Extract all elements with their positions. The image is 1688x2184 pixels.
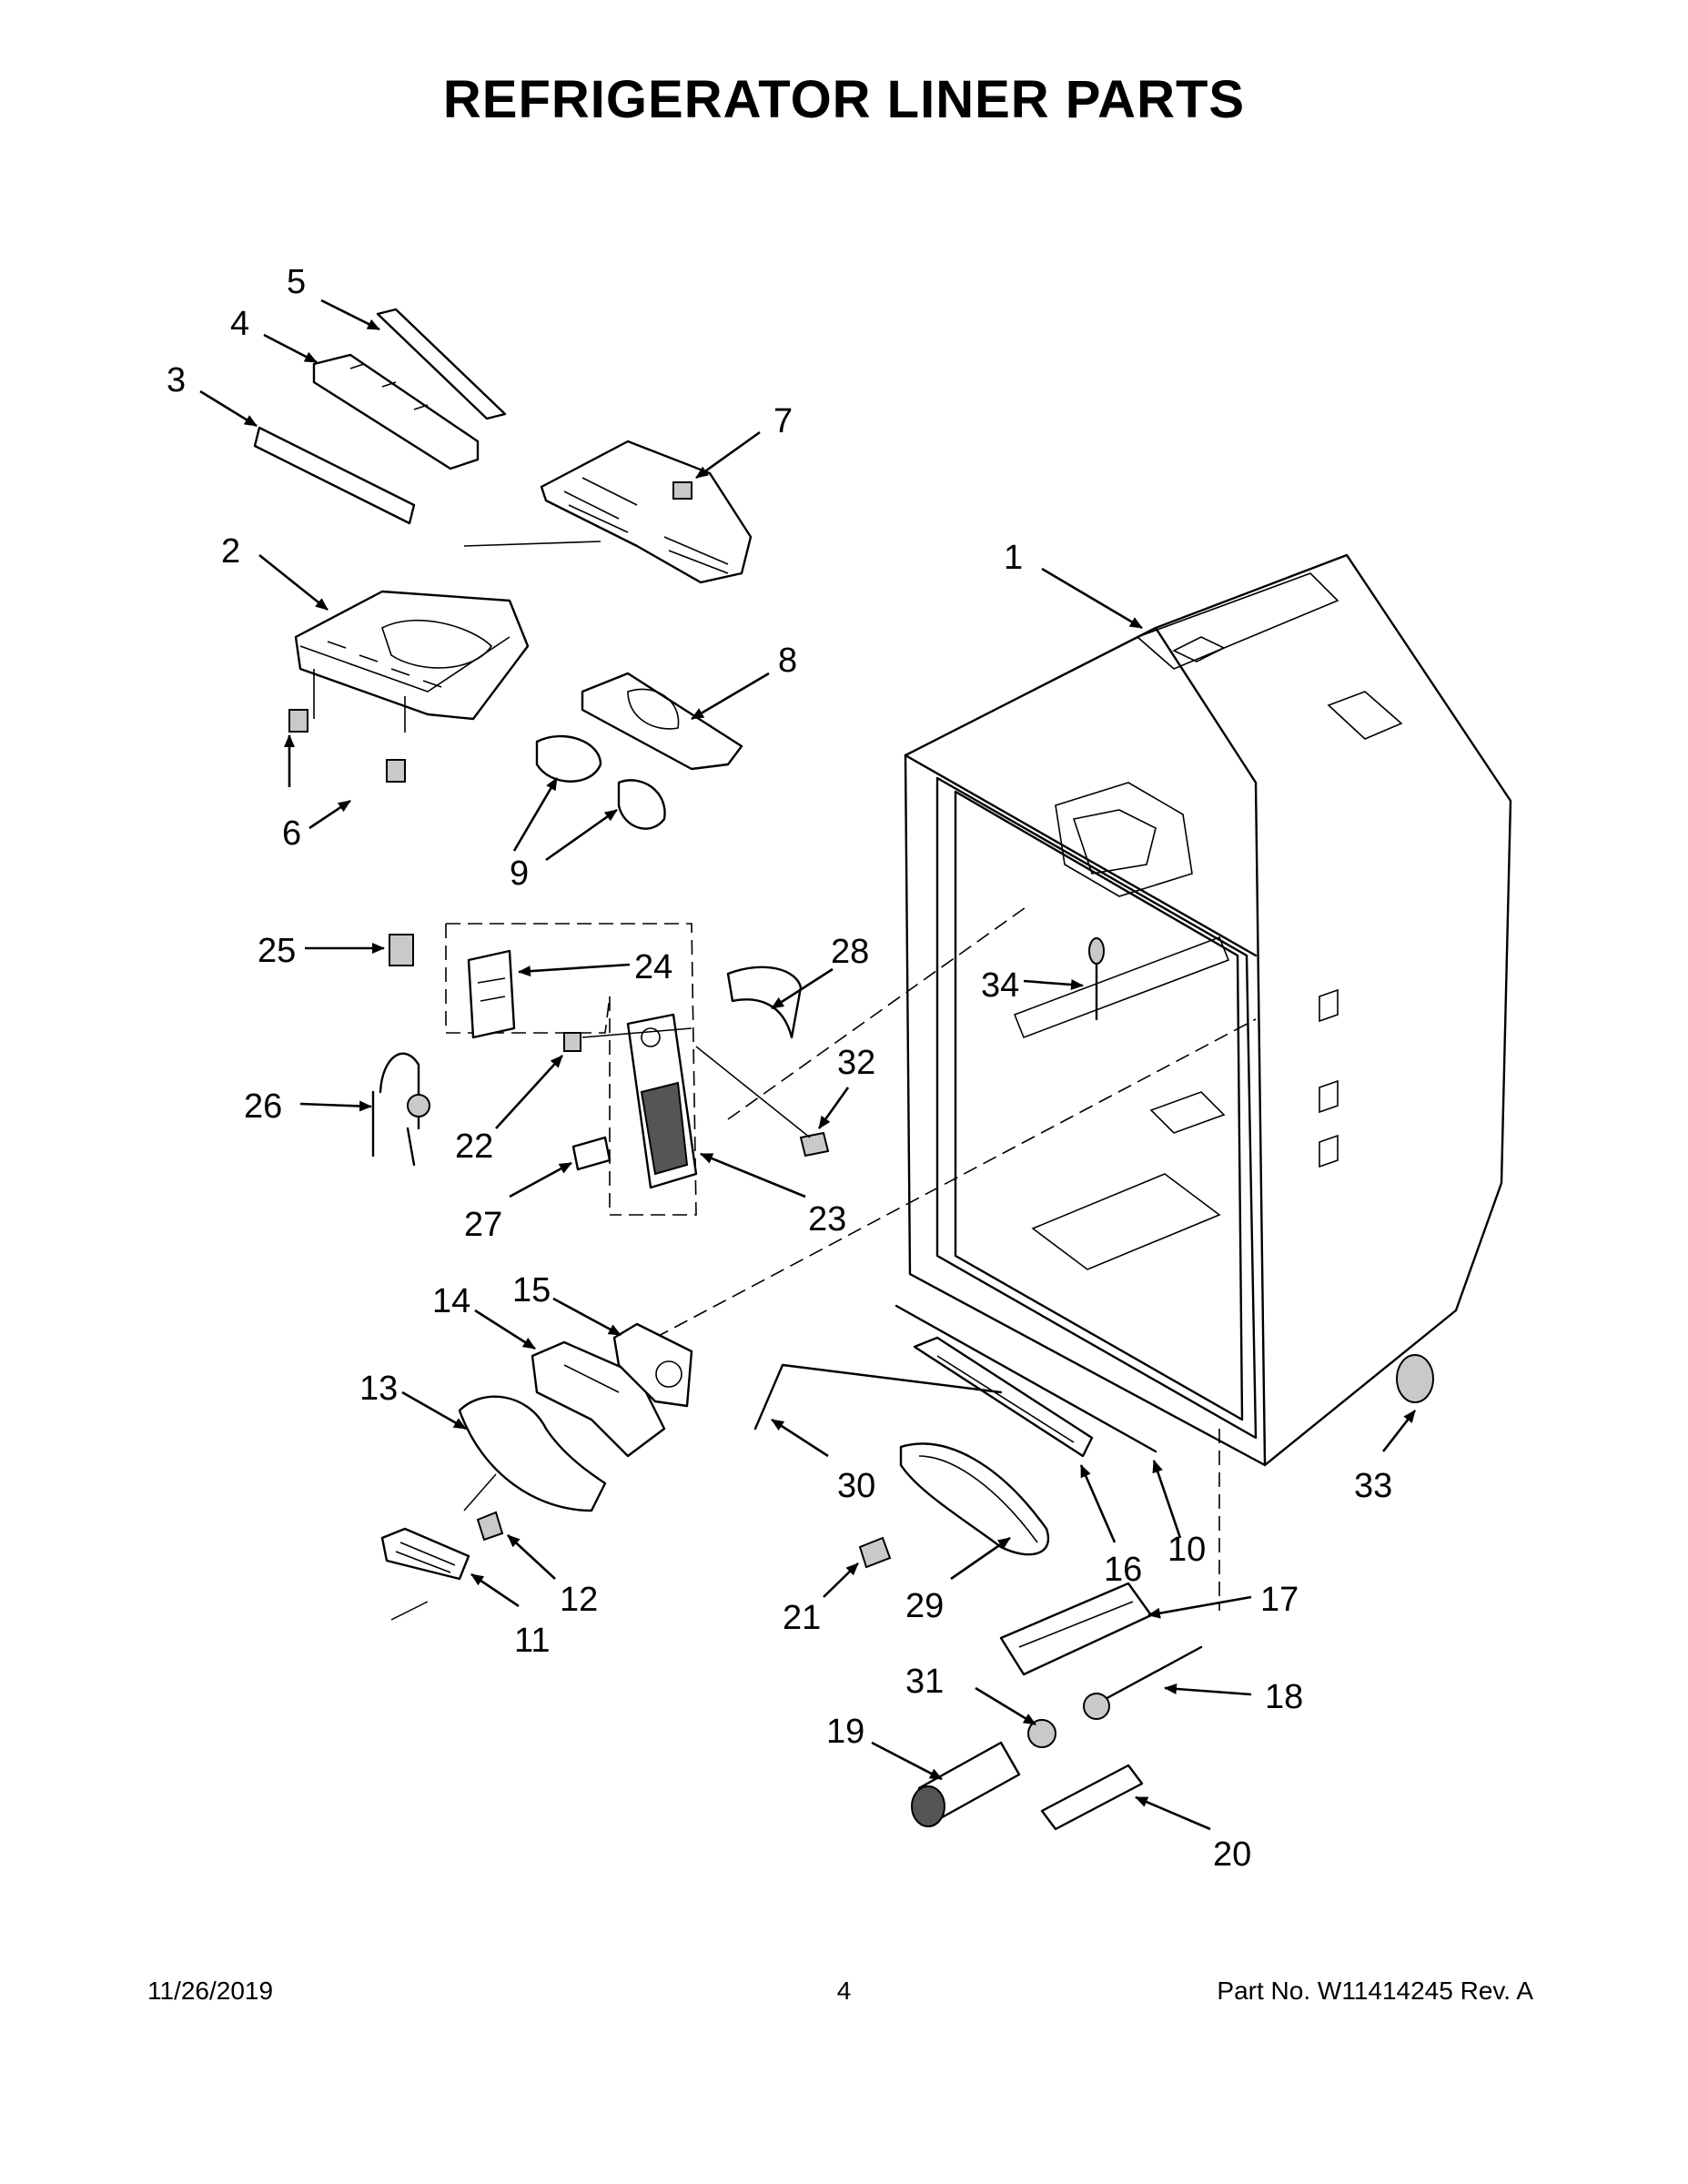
part-27-clip xyxy=(571,1136,612,1171)
footer-date: 11/26/2019 xyxy=(147,1977,274,2005)
part-9-dampers xyxy=(535,734,666,830)
callout-23: 23 xyxy=(808,1200,846,1239)
part-32-screw xyxy=(799,1131,830,1158)
callout-14: 14 xyxy=(432,1282,470,1320)
part-4-housing xyxy=(312,353,480,470)
callout-33: 33 xyxy=(1354,1467,1392,1505)
callout-25: 25 xyxy=(258,932,296,970)
dashed-box-24 xyxy=(446,923,697,1216)
callout-21: 21 xyxy=(783,1599,821,1637)
part-16-light xyxy=(913,1336,1094,1458)
part-23-duct xyxy=(626,1013,698,1189)
part-22-clip xyxy=(563,1032,581,1052)
callout-1: 1 xyxy=(1004,539,1023,577)
callout-30: 30 xyxy=(837,1467,875,1505)
footer-part-number: Part No. W11414245 Rev. A xyxy=(1217,1977,1533,2005)
part-33-foot xyxy=(1396,1354,1434,1403)
callout-8: 8 xyxy=(778,642,797,680)
callout-26: 26 xyxy=(244,1087,282,1126)
callout-29: 29 xyxy=(905,1587,944,1625)
callout-labels: 1 2 3 4 5 6 7 8 9 10 11 12 13 14 15 16 1… xyxy=(167,263,1392,1874)
part-30-tube xyxy=(753,1363,1003,1431)
callout-16: 16 xyxy=(1104,1551,1142,1589)
callout-18: 18 xyxy=(1265,1678,1303,1716)
callout-20: 20 xyxy=(1213,1835,1251,1874)
callout-9: 9 xyxy=(510,854,529,893)
callout-15: 15 xyxy=(512,1271,551,1309)
part-10-strip xyxy=(895,1304,1157,1453)
part-18-valve xyxy=(1083,1645,1203,1720)
part-19-filter xyxy=(911,1741,1021,1827)
callout-12: 12 xyxy=(560,1581,598,1619)
part-3-strip xyxy=(253,426,416,525)
callout-27: 27 xyxy=(464,1206,502,1244)
part-28-gasket xyxy=(726,966,803,1039)
part-6-switches xyxy=(288,709,406,783)
callout-5: 5 xyxy=(287,263,306,301)
callout-4: 4 xyxy=(230,305,249,343)
part-29-harness xyxy=(899,1442,1050,1556)
page-title: REFRIGERATOR LINER PARTS xyxy=(442,70,1246,129)
part-24-bracket xyxy=(467,949,516,1039)
part-25-switch xyxy=(389,934,414,966)
callout-24: 24 xyxy=(634,948,672,986)
callout-6: 6 xyxy=(282,814,301,853)
part-21-screw xyxy=(858,1536,892,1569)
part-13-cover xyxy=(458,1395,607,1512)
callout-13: 13 xyxy=(359,1370,398,1408)
part-15-motor xyxy=(612,1322,693,1408)
callout-19: 19 xyxy=(826,1713,864,1751)
part-2-control-housing xyxy=(294,541,601,733)
callout-28: 28 xyxy=(831,933,869,971)
callout-34: 34 xyxy=(981,966,1019,1005)
callout-arrows xyxy=(199,298,1417,1831)
callout-7: 7 xyxy=(773,402,793,440)
part-8-fan-shroud xyxy=(581,672,743,771)
part-5-rail xyxy=(376,308,507,420)
callout-32: 32 xyxy=(837,1044,875,1082)
part-26-tube xyxy=(371,1052,430,1167)
callout-3: 3 xyxy=(167,361,186,399)
callout-17: 17 xyxy=(1260,1581,1299,1619)
part-20-cover xyxy=(1040,1764,1144,1831)
callout-22: 22 xyxy=(455,1127,493,1166)
callout-31: 31 xyxy=(905,1663,944,1701)
callout-11: 11 xyxy=(514,1622,550,1660)
callout-10: 10 xyxy=(1167,1531,1206,1569)
footer-page-number: 4 xyxy=(836,1977,852,2005)
part-34-sensor xyxy=(1088,937,1105,1021)
part-17-housing xyxy=(999,1582,1153,1676)
part-31-cap xyxy=(1027,1719,1056,1748)
part-12-screw xyxy=(476,1511,504,1542)
callout-2: 2 xyxy=(221,532,240,571)
part-14-housing xyxy=(531,1340,666,1458)
part-11-grille xyxy=(380,1527,470,1581)
part-1-liner xyxy=(904,553,1512,1467)
